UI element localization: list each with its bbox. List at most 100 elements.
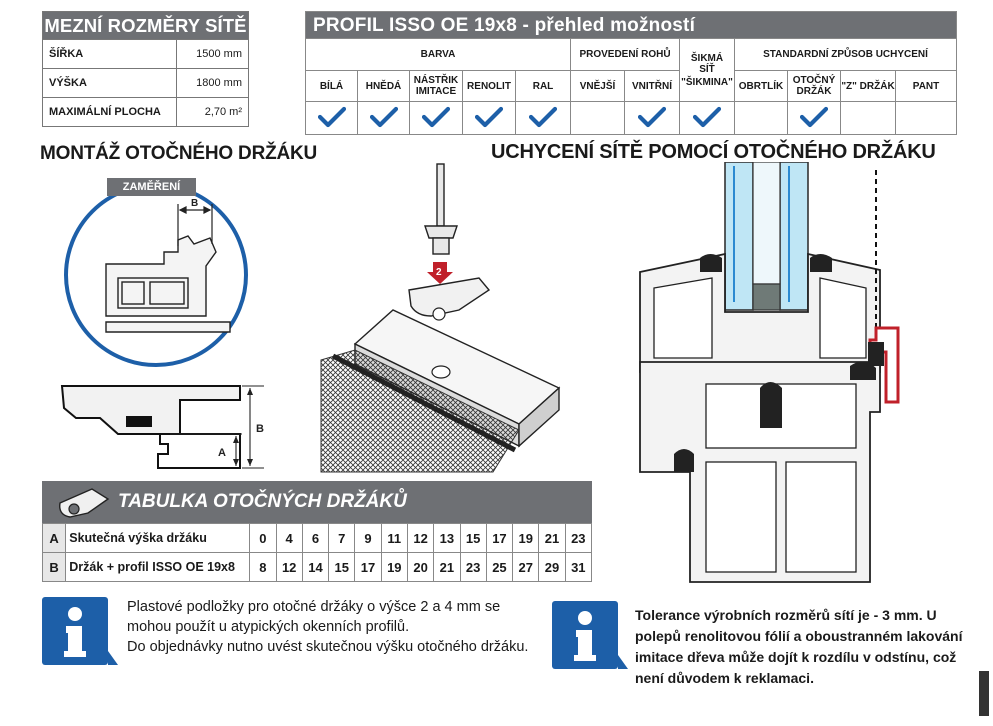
option-cell [624,101,680,135]
dim-b-large: B [256,423,264,435]
heading-uchyceni: UCHYCENÍ SÍTĚ POMOCÍ OTOČNÉHO DRŽÁKU [491,141,936,163]
row-key: A [41,523,67,553]
col-label: "ŠIKMINA" [681,76,733,88]
option-cell [894,101,958,135]
checkmark-icon [317,106,346,128]
col-label: OTOČNÝ DRŽÁK [787,70,841,102]
col-label: "Z" DRŽÁK [840,70,896,102]
table-row: ŠÍŘKA 1500 mm [42,39,249,69]
option-cell [787,101,841,135]
group-provedeni: PROVEDENÍ ROHŮ [570,38,680,71]
profile-options-table: PROFIL ISSO OE 19x8 - přehled možností B… [304,11,958,135]
height-value: 7 [328,523,356,553]
info-glyph-icon [64,607,86,657]
col-label: VNITŘNÍ [624,70,680,102]
size-limits-title: MEZNÍ ROZMĚRY SÍTĚ [42,11,249,40]
checkmark-icon [474,106,504,128]
height-value: 25 [485,552,514,582]
height-value: 21 [433,552,461,582]
step-2-label: 2 [436,267,442,278]
holders-banner: TABULKA OTOČNÝCH DRŽÁKŮ [42,481,592,523]
col-label: RENOLIT [462,70,516,102]
heading-montaz: MONTÁŽ OTOČNÉHO DRŽÁKU [40,143,318,164]
height-value: 17 [354,552,382,582]
height-value: 9 [354,523,382,553]
holder-icon [59,488,110,518]
height-value: 0 [249,523,277,553]
height-value: 13 [433,523,461,553]
height-value: 8 [249,552,277,582]
limit-label: VÝŠKA [42,68,177,98]
limit-value: 1800 mm [176,68,249,98]
row-label: Držák + profil ISSO OE 19x8 [65,552,251,582]
limit-value: 2,70 m² [176,97,249,127]
size-limits-table: MEZNÍ ROZMĚRY SÍTĚ ŠÍŘKA 1500 mm VÝŠKA 1… [42,11,249,127]
height-value: 19 [380,552,408,582]
limit-label: ŠÍŘKA [42,39,177,69]
info-note-1-line1: Plastové podložky pro otočné držáky o vý… [127,599,501,635]
height-value: 23 [564,523,593,553]
option-cell [840,101,896,135]
info-note-1: Plastové podložky pro otočné držáky o vý… [127,597,537,657]
col-label: NÁSTŘIK IMITACE [409,70,463,102]
height-value: 21 [538,523,566,553]
group-uchyceni: STANDARDNÍ ZPŮSOB UCHYCENÍ [733,38,958,71]
table-row: MAXIMÁLNÍ PLOCHA 2,70 m² [42,97,249,127]
col-label: BÍLÁ [305,70,358,102]
group-sikma-label: ŠIKMÁ SÍŤ [690,52,724,75]
zamereni-label: ZAMĚŘENÍ [107,178,196,196]
option-cell [462,101,516,135]
height-value: 27 [512,552,540,582]
dim-b-small: B [191,198,198,209]
page-edge-bar [979,671,989,716]
height-value: 12 [406,523,435,553]
col-label: VNĚJŠÍ [570,70,625,102]
checkmark-icon [369,106,398,128]
height-value: 17 [485,523,514,553]
profile-title: PROFIL ISSO OE 19x8 - přehled možností [304,11,958,39]
checkmark-icon [528,106,558,128]
col-label: OBRTLÍK [734,70,788,102]
row-label: Skutečná výška držáku [65,523,251,553]
height-value: 15 [459,523,487,553]
height-value: 15 [328,552,356,582]
height-value: 31 [564,552,593,582]
checkmark-icon [637,106,667,128]
limit-label: MAXIMÁLNÍ PLOCHA [42,97,177,127]
height-value: 20 [406,552,435,582]
height-value: 19 [512,523,540,553]
dim-a: A [218,447,226,459]
col-label: RAL [515,70,571,102]
height-value: 6 [301,523,330,553]
height-value: 12 [275,552,303,582]
checkmark-icon [421,106,451,128]
info-glyph-icon [574,611,596,661]
group-barva: BARVA [305,38,571,71]
option-cell [570,101,625,135]
holders-title: TABULKA OTOČNÝCH DRŽÁKŮ [118,491,407,512]
row-key: B [41,552,67,582]
height-value: 4 [275,523,303,553]
info-note-2: Tolerance výrobních rozměrů sítí je - 3 … [635,607,963,686]
height-value: 29 [538,552,566,582]
option-cell [305,101,358,135]
info-note-1-line2: Do objednávky nutno uvést skutečnou výšk… [127,639,529,655]
holder-profile-section: B A [60,385,264,469]
checkmark-icon [692,106,722,128]
col-label: HNĚDÁ [357,70,410,102]
col-label: PANT [894,70,958,102]
option-cell [515,101,571,135]
table-row: VÝŠKA 1800 mm [42,68,249,98]
info-icon [552,601,628,669]
window-section-illustration [639,162,900,583]
height-value: 23 [459,552,487,582]
info-icon [42,597,118,665]
checkmark-icon [799,106,829,128]
assembly-illustration: 2 1 [320,163,561,473]
height-value: 11 [380,523,408,553]
option-cell [357,101,410,135]
